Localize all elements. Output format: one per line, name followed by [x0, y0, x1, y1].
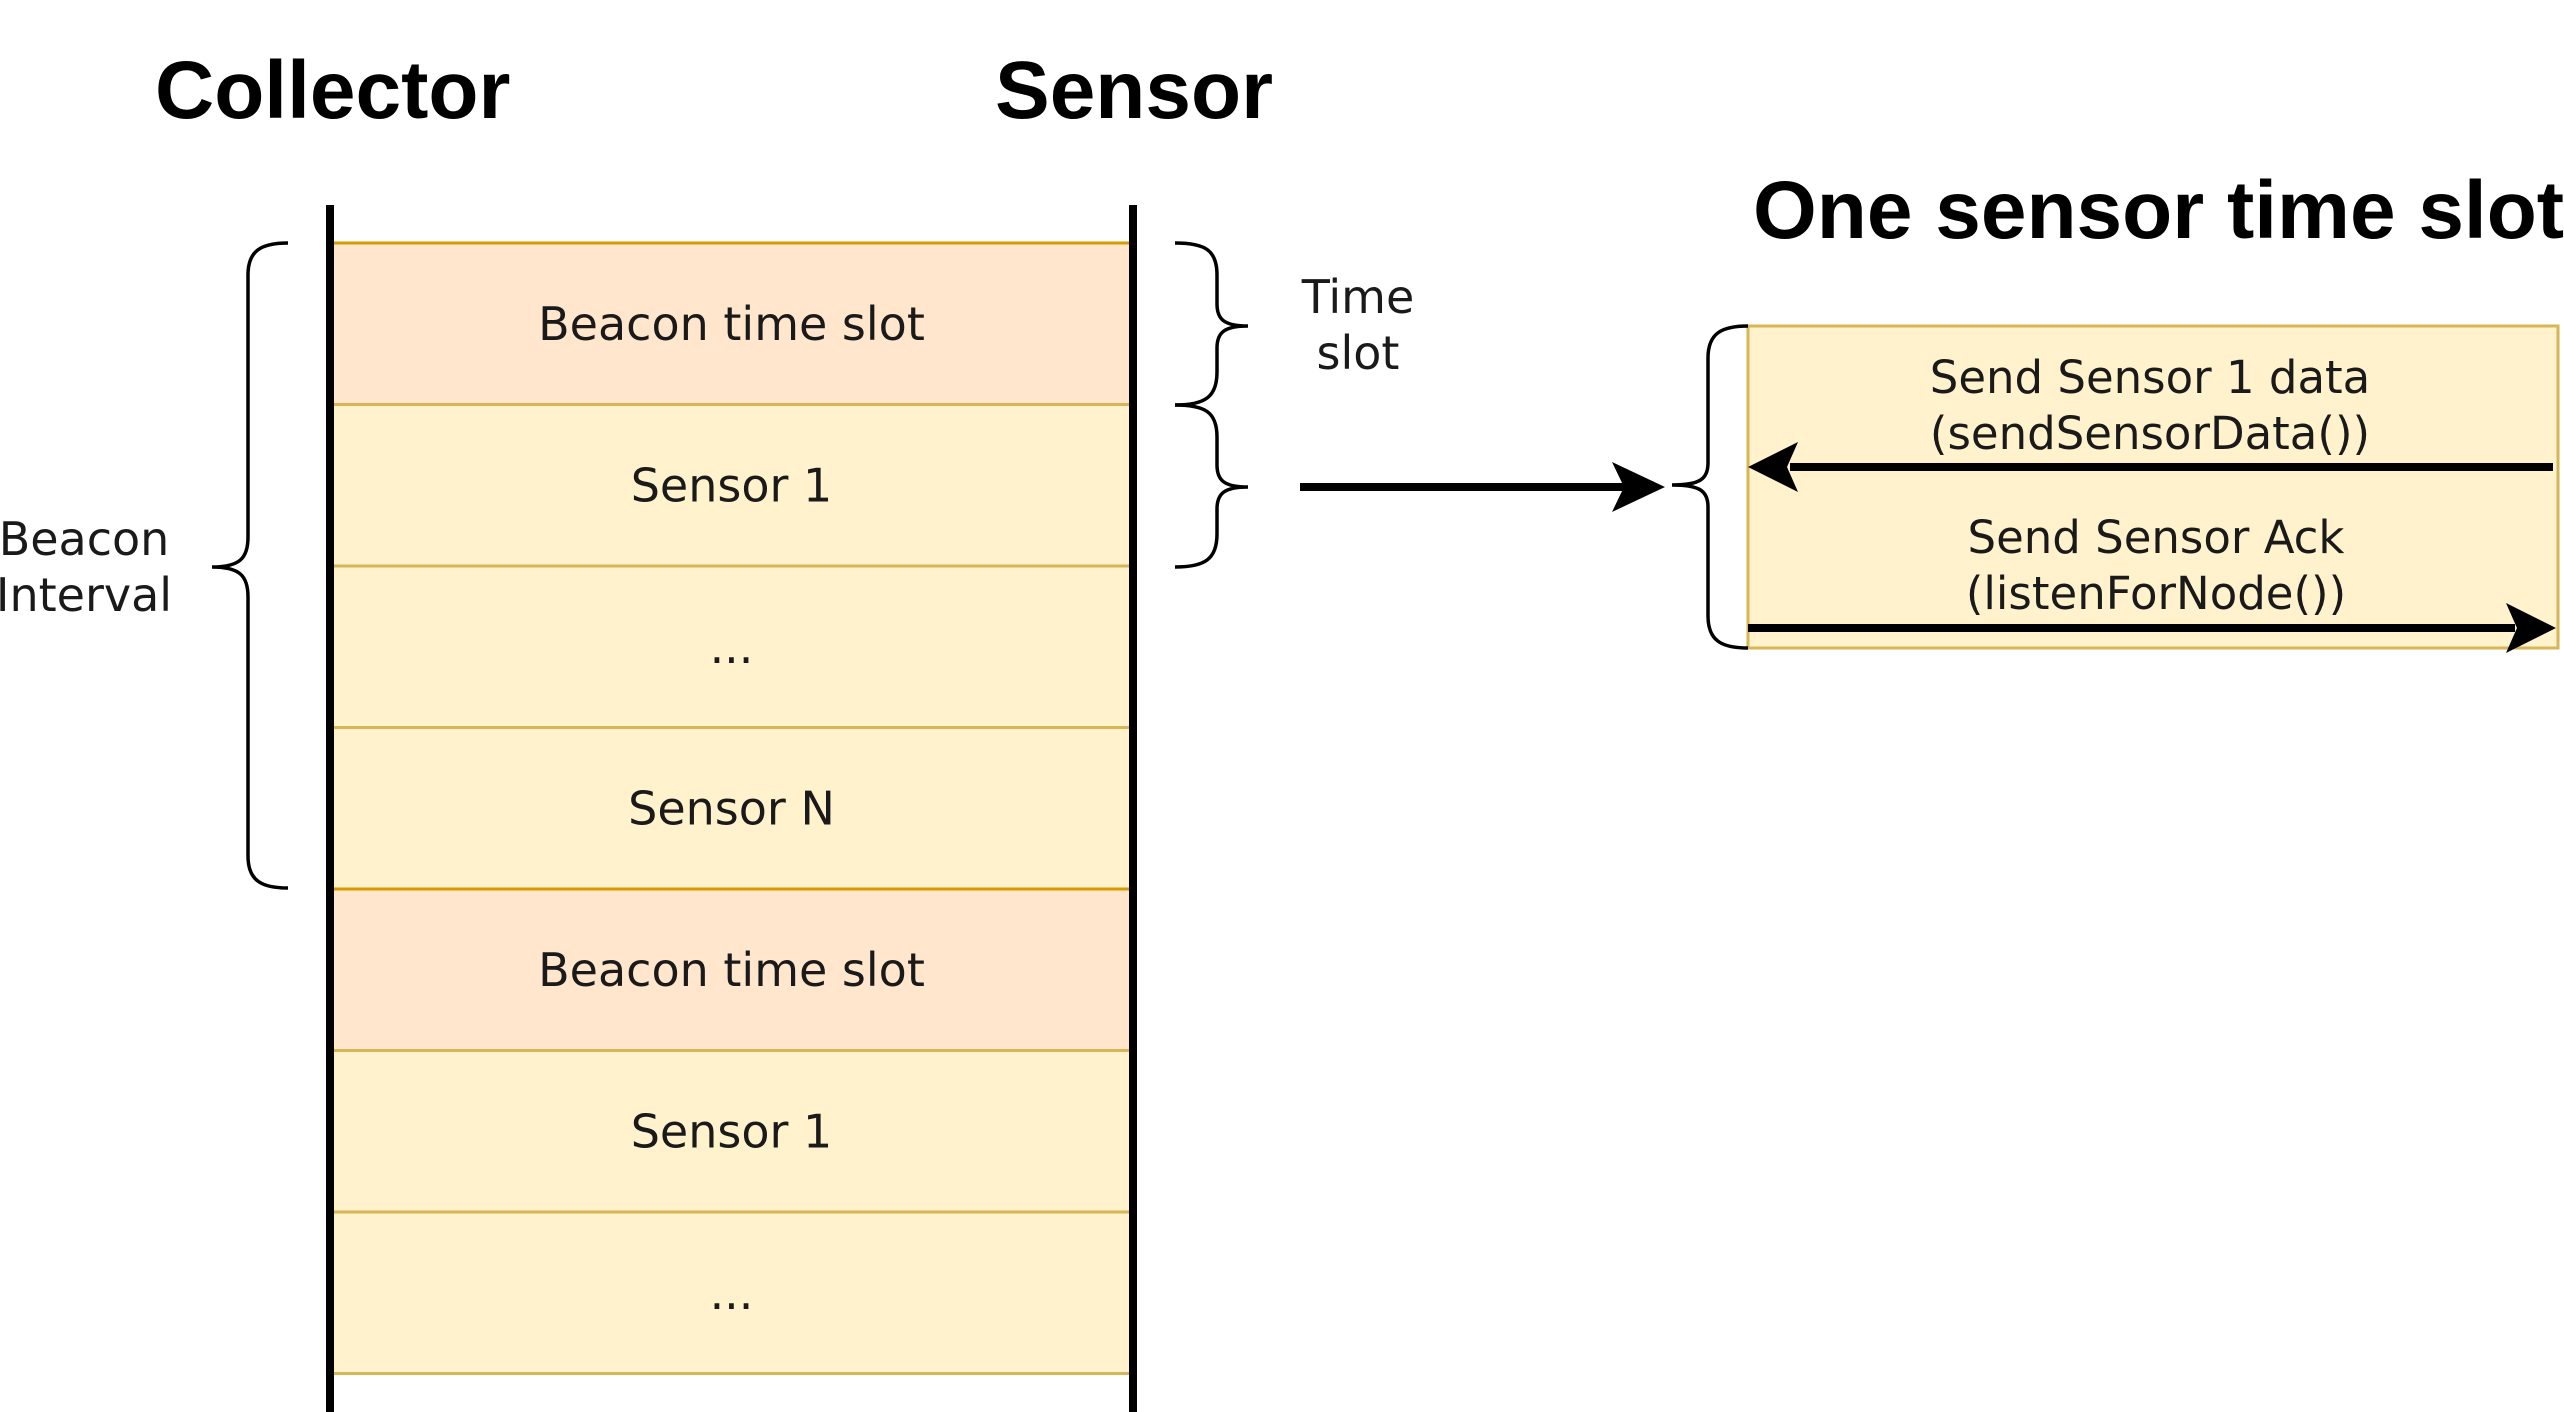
slot-label: Sensor 1	[631, 458, 833, 512]
beacon-slot	[328, 241, 1135, 406]
detail-brace	[1671, 324, 1749, 650]
message-ack-label-line2: (listenForNode())	[1966, 567, 2346, 620]
message-ack-arrowhead	[2506, 603, 2556, 653]
slot-label: ...	[710, 1266, 754, 1320]
time-slot-label-line2: slot	[1317, 326, 1400, 380]
beacon-slot	[328, 887, 1135, 1052]
message-data-arrowhead	[1748, 442, 1798, 492]
beacon-interval-brace	[211, 241, 289, 890]
expand-arrowhead	[1612, 462, 1665, 512]
sensor-slot	[328, 1049, 1135, 1214]
beacon-interval-label-line1: Beacon	[0, 512, 169, 566]
sensor-slot	[328, 726, 1135, 891]
detail-heading: One sensor time slot	[1753, 165, 2564, 256]
slot-label: Beacon time slot	[538, 297, 925, 351]
message-data-label-line2: (sendSensorData())	[1930, 407, 2370, 460]
slot-label: Sensor N	[628, 781, 835, 835]
time-slot-brace	[1174, 241, 1249, 407]
detail-slot-box	[1746, 324, 2560, 650]
collector-heading: Collector	[155, 45, 510, 136]
message-ack-label-line1: Send Sensor Ack	[1968, 511, 2345, 564]
sensor-heading: Sensor	[995, 45, 1273, 136]
slot-label: Beacon time slot	[538, 943, 925, 997]
message-data-label-line1: Send Sensor 1 data	[1930, 351, 2371, 404]
slot-label: ...	[710, 620, 754, 674]
slot-label: Sensor 1	[631, 1104, 833, 1158]
sensor-slot	[328, 403, 1135, 568]
beacon-interval-label-line2: Interval	[0, 568, 172, 622]
sensor-slot	[328, 564, 1135, 729]
sensor-slot-brace	[1174, 403, 1249, 569]
sensor-slot	[328, 1210, 1135, 1375]
time-slot-label-line1: Time	[1301, 270, 1415, 324]
